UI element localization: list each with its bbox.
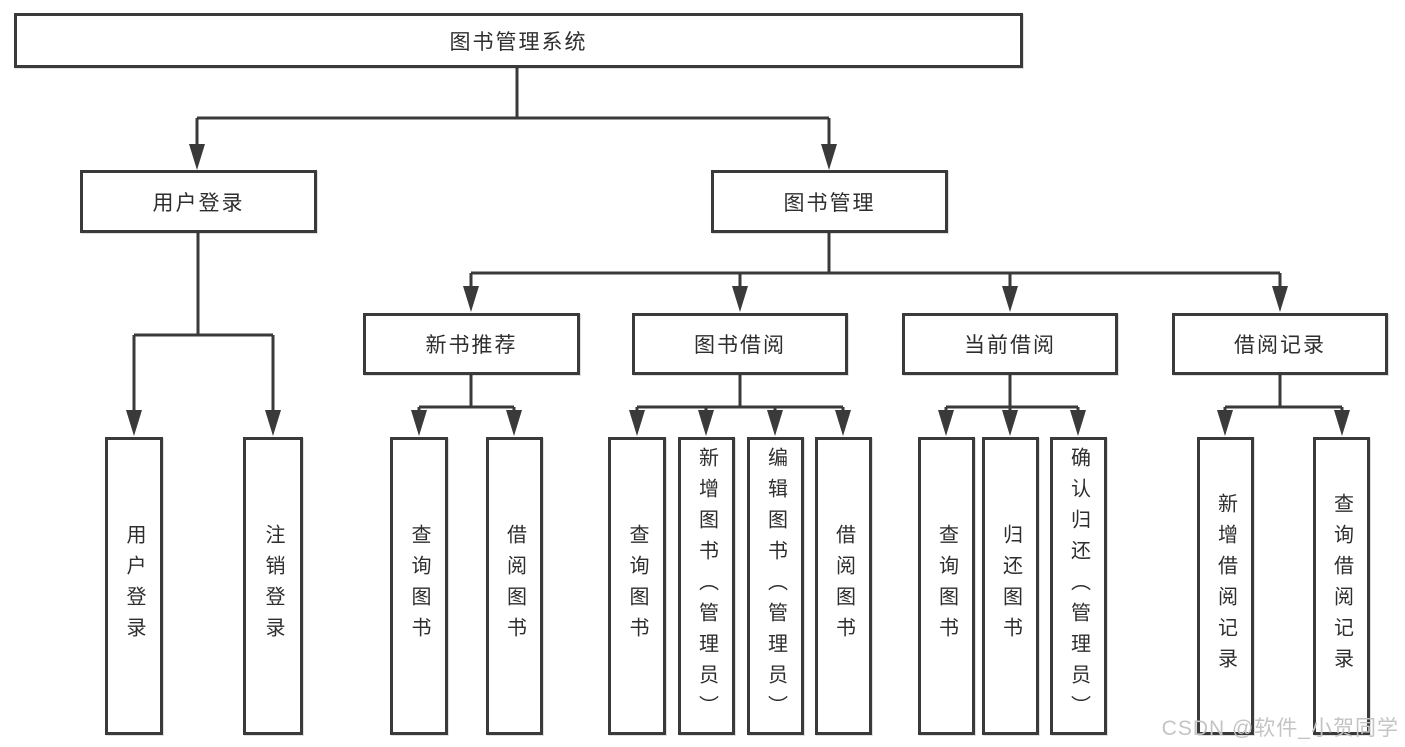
node-label: 确认归还（管理员） [1067, 446, 1090, 726]
node-label: 当前借阅 [964, 334, 1056, 357]
node-current-borrowing: 当前借阅 [902, 313, 1118, 375]
node-label: 查询借阅记录 [1330, 493, 1353, 679]
node-book-borrowing: 图书借阅 [632, 313, 848, 375]
node-book-management: 图书管理 [711, 170, 948, 233]
node-leaf-query-borrow-record: 查询借阅记录 [1313, 437, 1370, 735]
connector-borrow-records-children [1217, 375, 1350, 436]
node-root-title: 图书管理系统 [14, 13, 1023, 68]
node-new-book-recommend: 新书推荐 [363, 313, 580, 375]
node-leaf-add-borrow-record: 新增借阅记录 [1197, 437, 1254, 735]
node-label: 编辑图书（管理员） [764, 446, 787, 726]
node-label: 图书管理系统 [449, 30, 588, 54]
node-label: 图书管理 [783, 191, 876, 215]
node-label: 图书借阅 [694, 334, 786, 357]
node-leaf-borrow-books: 借阅图书 [815, 437, 872, 735]
node-label: 查询图书 [626, 524, 648, 648]
node-label: 新书推荐 [425, 334, 518, 357]
node-label: 查询图书 [408, 524, 430, 648]
node-user-login: 用户登录 [80, 170, 317, 233]
node-leaf-logout: 注销登录 [243, 437, 303, 735]
node-label: 借阅记录 [1234, 334, 1326, 357]
node-leaf-query-books-current: 查询图书 [918, 437, 975, 735]
csdn-watermark: CSDN @软件_小贺同学 [1161, 717, 1399, 740]
node-label: 借阅图书 [503, 524, 526, 648]
node-leaf-return-books: 归还图书 [982, 437, 1039, 735]
node-label: 用户登录 [123, 524, 145, 648]
node-borrow-records: 借阅记录 [1172, 313, 1388, 375]
node-label: 借阅图书 [832, 524, 855, 648]
node-label: 归还图书 [999, 524, 1022, 648]
node-leaf-edit-books-admin: 编辑图书（管理员） [747, 437, 804, 735]
connector-current-borrow-children [938, 375, 1086, 436]
node-leaf-confirm-return-admin: 确认归还（管理员） [1050, 437, 1107, 735]
connector-book-borrowing-children [629, 375, 851, 436]
connector-new-book-rec-children [411, 375, 522, 436]
node-leaf-query-books-borrowing: 查询图书 [608, 437, 666, 735]
node-leaf-user-login: 用户登录 [105, 437, 163, 735]
connector-book-management-children [463, 233, 1288, 312]
node-label: 注销登录 [262, 524, 284, 648]
node-leaf-query-books-recommend: 查询图书 [390, 437, 448, 735]
node-leaf-borrow-books-recommend: 借阅图书 [486, 437, 543, 735]
node-label: 新增借阅记录 [1214, 493, 1237, 679]
node-label: 查询图书 [935, 524, 958, 648]
node-label: 用户登录 [152, 191, 245, 215]
connector-user-login-children [126, 233, 281, 436]
node-label: 新增图书（管理员） [695, 446, 718, 726]
connector-root-children [189, 68, 837, 170]
node-leaf-add-books-admin: 新增图书（管理员） [678, 437, 735, 735]
